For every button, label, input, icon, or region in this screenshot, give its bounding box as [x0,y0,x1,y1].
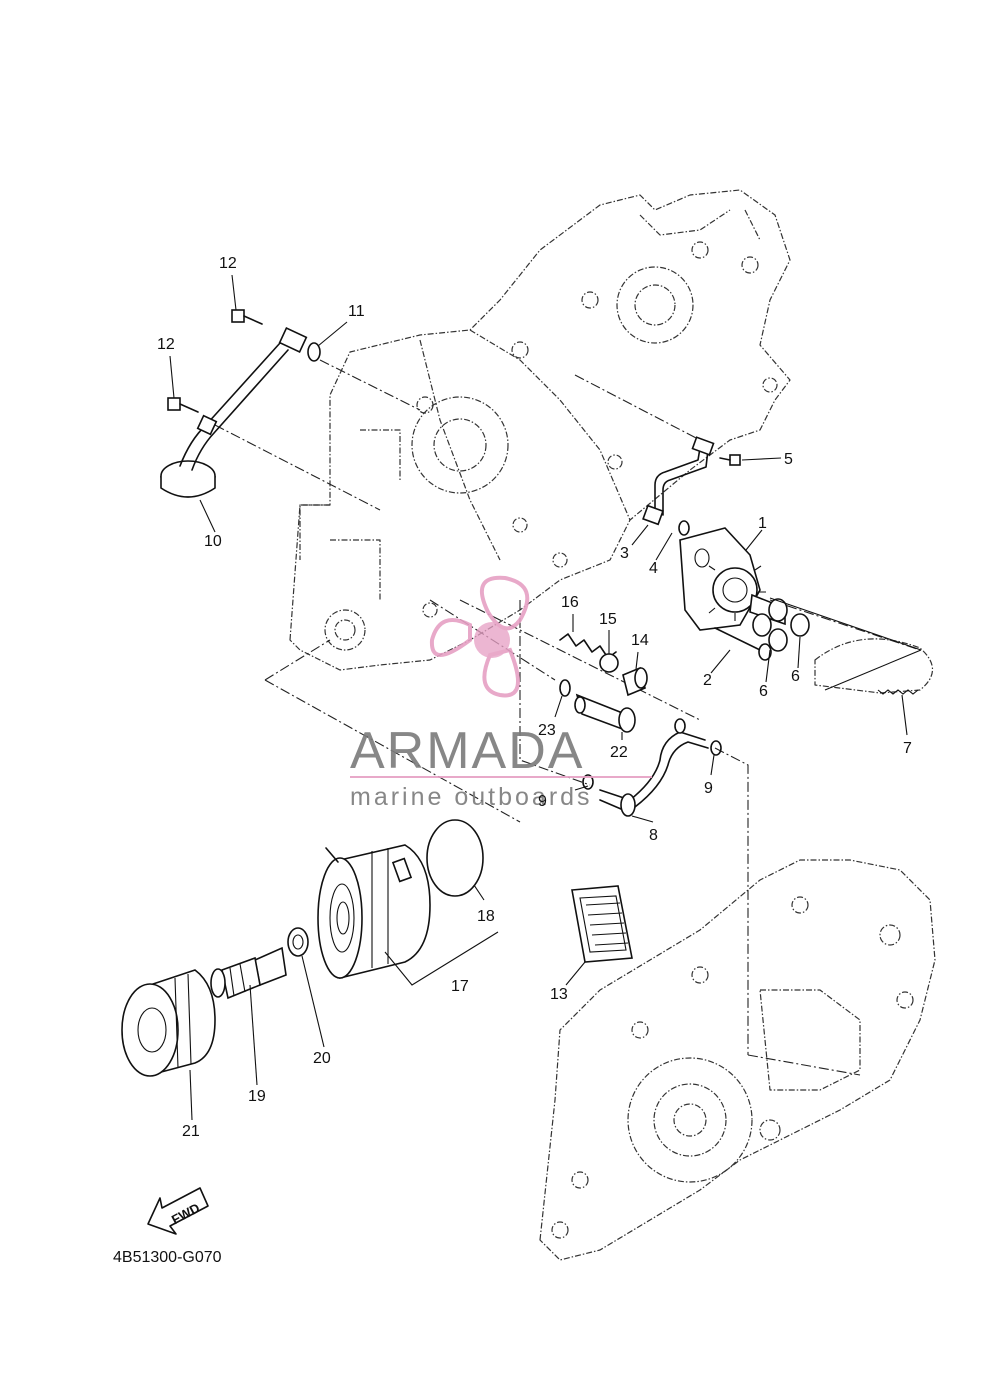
leader-lines [169,274,908,1121]
washer [287,927,309,957]
oil-cooler [317,844,431,980]
pump-feed-pipe [642,436,715,526]
relief-valve-body [574,693,636,733]
assembly-lines [214,359,921,1076]
union-bolt [210,946,287,1000]
watermark: ARMADA marine outboards [350,575,652,811]
strainer-screen [571,885,633,963]
o-ring-pipe-lower [582,774,594,790]
callout-11: 11 [348,303,365,320]
o-ring-large [426,819,484,897]
bracket-17 [384,931,499,986]
callout-6-right: 6 [791,668,800,685]
fwd-arrow-icon: FWD [147,1187,209,1235]
pump-bolt [714,627,772,661]
bolt-lower [167,397,199,413]
pump-seals [752,598,810,652]
bracket-7 [769,597,922,691]
callout-labels: 1 2 3 4 5 6 6 7 8 9 9 10 11 12 12 13 14 … [157,255,912,1140]
callout-9-upper: 9 [704,780,713,797]
diagram-code: 4B51300-G070 [113,1249,222,1266]
propeller-icon [429,575,530,698]
oil-filter [121,969,216,1077]
callout-15: 15 [599,611,617,628]
callout-13: 13 [550,986,568,1003]
callout-12-upper: 12 [219,255,237,272]
o-ring-pipe [307,342,321,362]
callout-23: 23 [538,722,556,739]
callout-10: 10 [204,533,222,550]
oil-pump [679,527,786,631]
o-ring-relief [559,679,571,697]
watermark-tagline: marine outboards [350,783,593,811]
crankcase-outline [289,189,791,671]
callout-9-lower: 9 [538,793,547,810]
return-pipe [599,718,709,817]
callout-1: 1 [758,515,767,532]
callout-4: 4 [649,560,658,577]
callout-7: 7 [903,740,912,757]
callout-22: 22 [610,744,628,761]
relief-ball [599,653,619,673]
watermark-brand: ARMADA [350,722,584,780]
callout-6-left: 6 [759,683,768,700]
callout-8: 8 [649,827,658,844]
callout-20: 20 [313,1050,331,1067]
crankcase-cover-outline [539,859,936,1261]
callout-18: 18 [477,908,495,925]
o-ring-pump-pipe [678,520,690,536]
relief-seat [622,666,648,697]
callout-14: 14 [631,632,649,649]
callout-19: 19 [248,1088,266,1105]
pump-pipe-bolt [719,454,741,466]
o-ring-pipe-upper [710,740,722,756]
callout-3: 3 [620,545,629,562]
callout-12-lower: 12 [157,336,175,353]
callout-17: 17 [451,978,469,995]
bolt-upper [231,309,263,325]
callout-5: 5 [784,451,793,468]
callout-16: 16 [561,594,579,611]
callout-21: 21 [182,1123,200,1140]
oil-delivery-pipe [160,327,308,498]
callout-2: 2 [703,672,712,689]
drive-chain [814,638,934,695]
